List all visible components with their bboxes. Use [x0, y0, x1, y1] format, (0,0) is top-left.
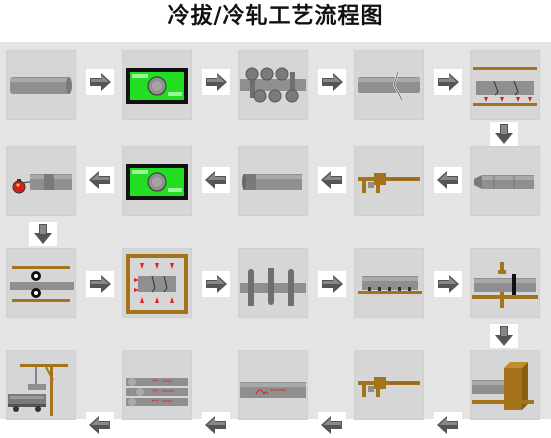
flow-arrow-right [434, 69, 462, 95]
step-cold-rolling [6, 248, 76, 318]
flow-arrow-right [202, 69, 230, 95]
step-caliper-measurement [354, 146, 424, 216]
flow-arrow-left [318, 412, 346, 438]
step-marking [238, 350, 308, 420]
process-flow-diagram [0, 42, 551, 438]
step-drawn-tube [470, 146, 540, 216]
step-straightening [238, 248, 308, 318]
step-raw-tube [6, 50, 76, 120]
flow-arrow-left [202, 167, 230, 193]
step-annealing [470, 50, 540, 120]
flow-arrow-right [318, 271, 346, 297]
step-pickling-lubrication [6, 146, 76, 216]
flow-arrow-left [86, 167, 114, 193]
flow-arrow-down [29, 222, 57, 246]
flow-arrow-right [86, 271, 114, 297]
flow-arrow-left [434, 167, 462, 193]
flow-arrow-right [318, 69, 346, 95]
page-title: 冷拔/冷轧工艺流程图 [167, 3, 384, 29]
step-ultrasonic-testing [470, 248, 540, 318]
step-pointing [238, 146, 308, 216]
flow-arrow-left [434, 412, 462, 438]
flow-arrow-right [202, 271, 230, 297]
flow-arrow-left [86, 412, 114, 438]
flow-arrow-left [202, 412, 230, 438]
step-bundling [122, 350, 192, 420]
step-heat-treatment-furnace [122, 248, 192, 318]
flow-arrow-right [86, 69, 114, 95]
flow-arrow-down [490, 324, 518, 348]
step-hydrostatic-test [470, 350, 540, 420]
step-final-dimension-check [354, 350, 424, 420]
step-cold-drawing-die [122, 146, 192, 216]
flow-arrow-down [490, 122, 518, 146]
step-straighten-machine [122, 50, 192, 120]
step-roller-straightening [238, 50, 308, 120]
step-inspection-table [354, 248, 424, 318]
step-loading-shipping [6, 350, 76, 420]
flow-arrow-right [434, 271, 462, 297]
step-cutting [354, 50, 424, 120]
flow-arrow-left [318, 167, 346, 193]
